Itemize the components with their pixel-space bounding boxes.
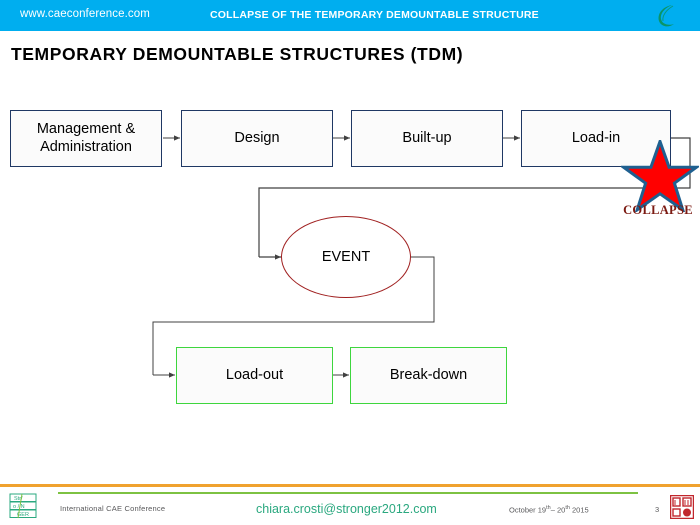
flow-box-built-up[interactable]: Built-up: [351, 110, 503, 167]
flow-ellipse-event[interactable]: EVENT: [281, 216, 411, 298]
svg-text:o / N: o / N: [13, 504, 25, 510]
flow-box-design-label: Design: [234, 129, 280, 146]
footer-conference-name: International CAE Conference: [60, 504, 166, 513]
flow-box-management-label: Management &Administration: [36, 120, 136, 155]
header-bar: [0, 0, 700, 31]
flow-box-built-up-label: Built-up: [402, 129, 452, 146]
collapse-annotation-label: COLLAPSE: [623, 203, 693, 217]
red-star-icon: [618, 136, 700, 214]
leaf-crescent-icon: [652, 3, 682, 29]
page-title: TEMPORARY DEMOUNTABLE STRUCTURES (TDM): [11, 44, 464, 64]
footer-email-link[interactable]: chiara.crosti@stronger2012.com: [256, 502, 437, 516]
flow-box-load-out-label: Load-out: [225, 366, 284, 383]
svg-text:Str/: Str/: [14, 496, 23, 502]
footer-orange-rule: [0, 484, 700, 487]
flow-box-design[interactable]: Design: [181, 110, 333, 167]
footer-green-rule: [58, 492, 638, 494]
header-website-url[interactable]: www.caeconference.com: [20, 8, 150, 20]
flow-box-break-down[interactable]: Break-down: [350, 347, 507, 404]
flow-box-load-out[interactable]: Load-out: [176, 347, 333, 404]
flow-box-load-in-label: Load-in: [571, 129, 621, 146]
footer-page-number: 3: [655, 505, 660, 514]
flow-box-break-down-label: Break-down: [389, 366, 468, 383]
flow-ellipse-event-label: EVENT: [321, 249, 371, 265]
storage-logo-icon: Str/ o / N GER: [6, 492, 42, 520]
flow-box-load-in[interactable]: Load-in: [521, 110, 671, 167]
flow-box-management[interactable]: Management &Administration: [10, 110, 162, 167]
red-seal-logo-icon: [669, 494, 695, 520]
footer-date: October 19th– 20th 2015: [509, 505, 589, 515]
header-title: COLLAPSE OF THE TEMPORARY DEMOUNTABLE ST…: [210, 9, 539, 21]
svg-text:GER: GER: [17, 512, 29, 518]
